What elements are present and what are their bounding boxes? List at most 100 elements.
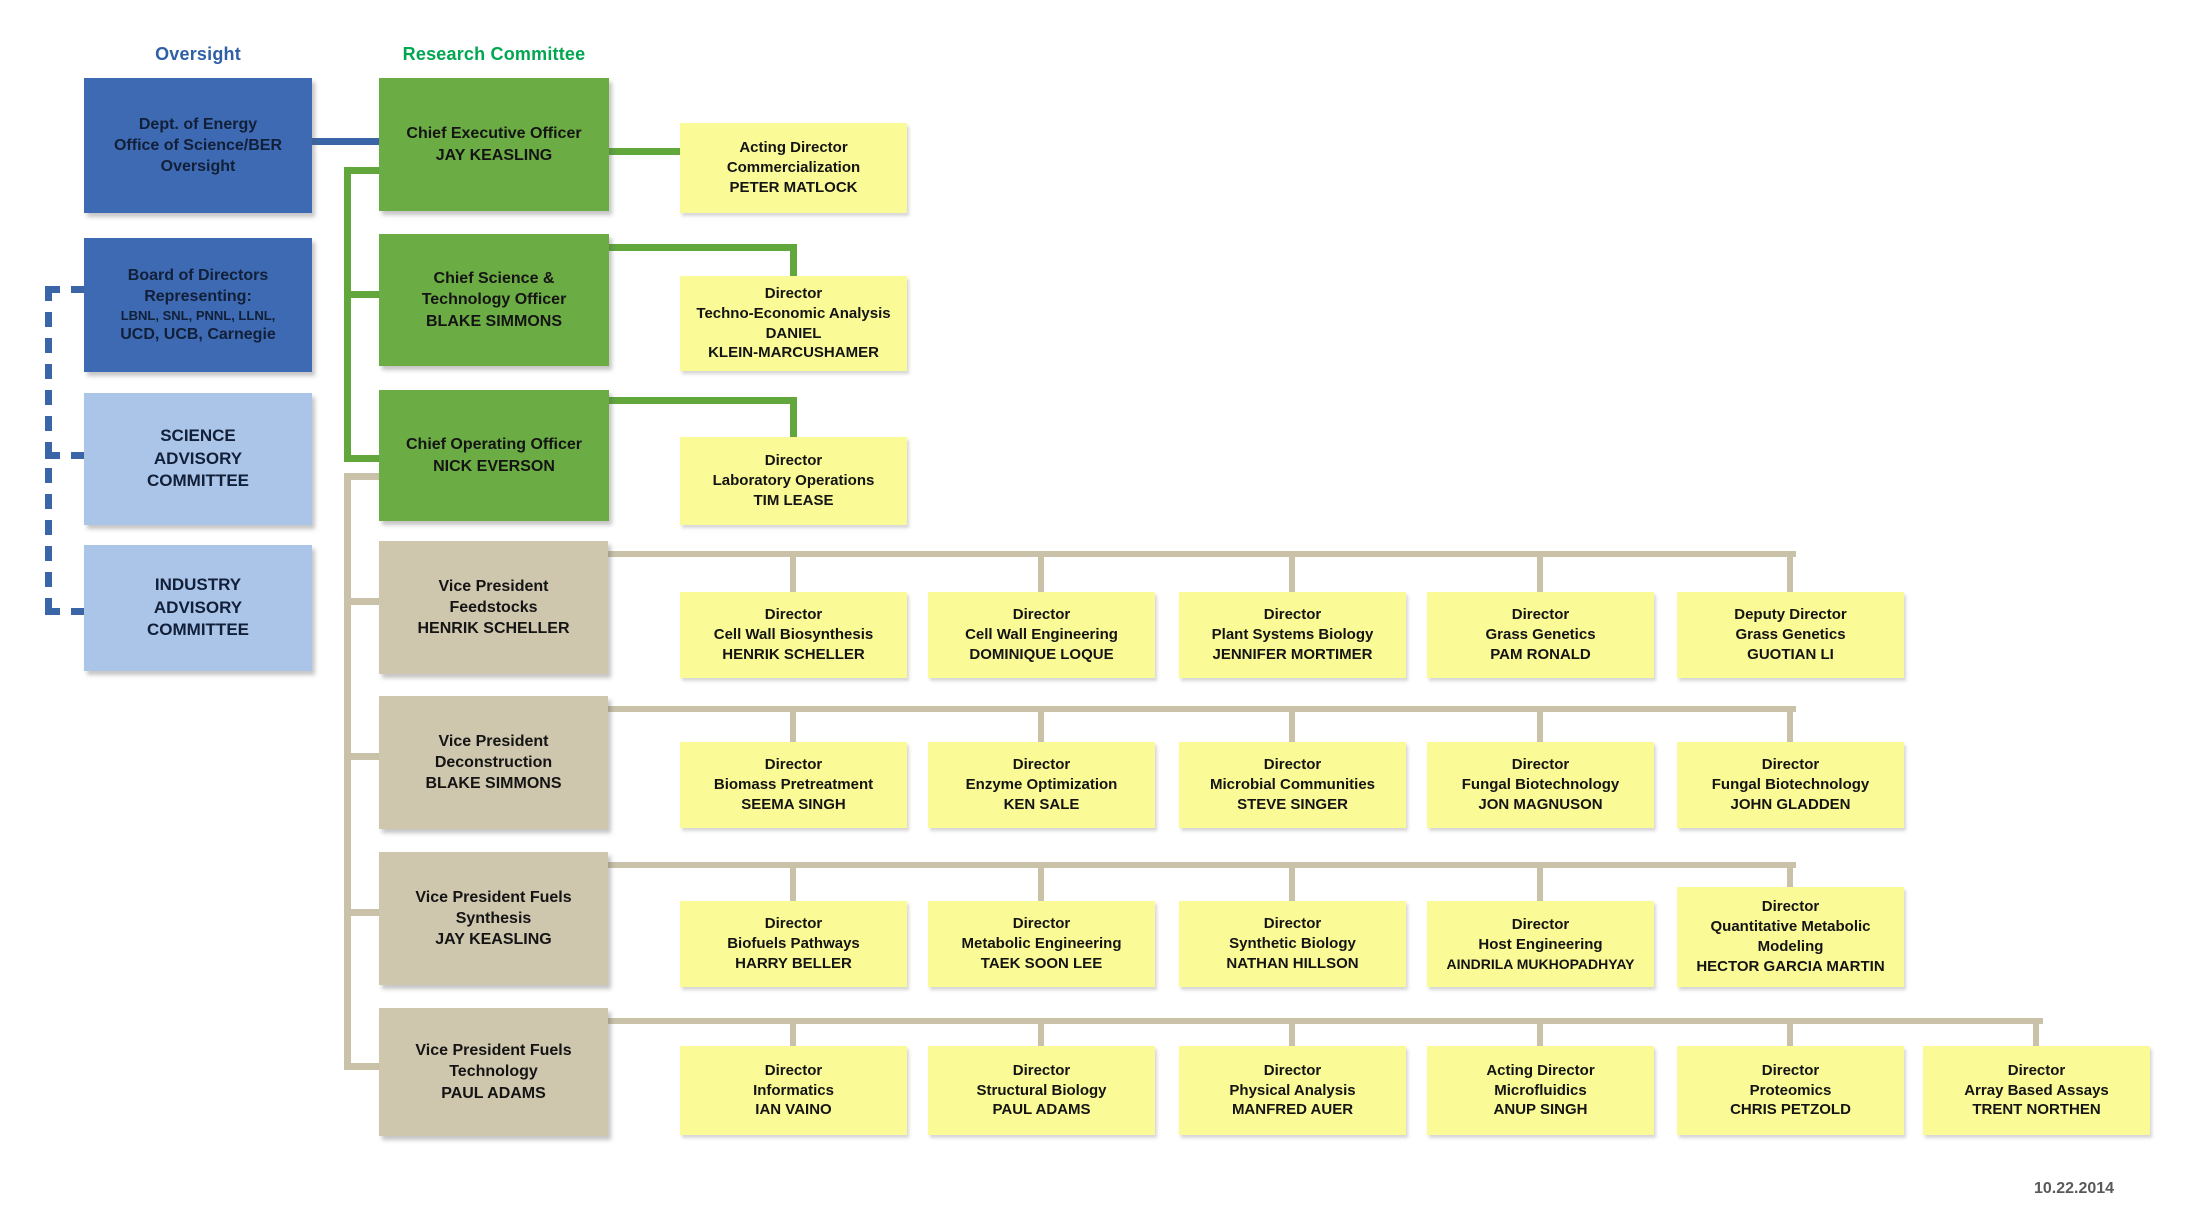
box-line: Host Engineering	[1478, 935, 1603, 953]
box-line: TRENT NORTHEN	[1972, 1101, 2101, 1119]
connector-tan-33	[790, 862, 796, 905]
box-line: Director	[764, 284, 823, 302]
box-line: Director	[1511, 915, 1570, 933]
connector-tan-27	[790, 706, 796, 746]
box-line: Cell Wall Engineering	[965, 626, 1118, 644]
box-line: DOMINIQUE LOQUE	[969, 645, 1114, 663]
box-line: Biofuels Pathways	[727, 935, 860, 953]
box-line: JON MAGNUSON	[1478, 795, 1603, 813]
connector-green-10	[609, 244, 797, 251]
connector-tan-35	[1289, 862, 1295, 905]
box-line: Metabolic Engineering	[961, 935, 1122, 953]
connector-tan-17	[344, 753, 379, 760]
box-line: JAY KEASLING	[435, 931, 552, 949]
box-line: Feedstocks	[449, 598, 538, 616]
connector-green-12	[609, 397, 797, 404]
box-line: DANIEL	[765, 324, 822, 342]
box-line: Director	[764, 452, 823, 470]
box-line: HARRY BELLER	[735, 954, 852, 972]
connector-tan-25	[1787, 551, 1793, 596]
connector-green-8	[344, 455, 379, 462]
box-line: Grass Genetics	[1735, 626, 1846, 644]
box-line: Board of Directors	[127, 266, 269, 284]
connector-tan-34	[1038, 862, 1044, 905]
box-line: Acting Director	[739, 139, 848, 157]
connector-tan-22	[1038, 551, 1044, 596]
box-line: Chief Operating Officer	[405, 436, 583, 454]
box-line: GUOTIAN LI	[1747, 645, 1834, 663]
box-line: Microbial Communities	[1209, 776, 1376, 794]
connector-tan-20	[608, 551, 1796, 557]
connector-tan-30	[1537, 706, 1543, 746]
box-line: SEEMA SINGH	[741, 795, 846, 813]
connector-blue-2	[45, 286, 84, 293]
box-line: Director	[764, 606, 823, 624]
connector-blue-0	[312, 138, 379, 145]
box-line: Array Based Assays	[1964, 1081, 2109, 1099]
box-line: Director	[1012, 606, 1071, 624]
connector-green-9	[609, 148, 680, 155]
box-line: IAN VAINO	[755, 1101, 832, 1119]
connector-tan-39	[790, 1018, 796, 1050]
box-line: TIM LEASE	[753, 491, 834, 509]
box-line: Commercialization	[726, 159, 861, 177]
research-committee-header: Research Committee	[402, 44, 586, 64]
box-line: Chief Executive Officer	[406, 125, 582, 143]
box-line: Synthetic Biology	[1229, 935, 1356, 953]
box-line: Director	[764, 915, 823, 933]
box-line: Director	[764, 756, 823, 774]
box-line: SCIENCE	[160, 426, 236, 446]
box-line: Synthesis	[455, 909, 532, 927]
box-line: Director	[1012, 756, 1071, 774]
connector-tan-18	[344, 909, 379, 916]
box-line: HENRIK SCHELLER	[417, 620, 570, 638]
box-line: Informatics	[753, 1081, 834, 1099]
box-line: LBNL, SNL, PNNL, LLNL,	[120, 307, 276, 323]
box-line: Director	[764, 1061, 823, 1079]
box-line: STEVE SINGER	[1237, 795, 1348, 813]
connector-tan-41	[1289, 1018, 1295, 1050]
connector-tan-42	[1537, 1018, 1543, 1050]
box-line: Director	[1263, 606, 1322, 624]
box-line: MANFRED AUER	[1231, 1101, 1354, 1119]
box-line: BLAKE SIMMONS	[425, 775, 562, 793]
box-line: Director	[1761, 1061, 1820, 1079]
connector-tan-40	[1038, 1018, 1044, 1050]
connector-tan-38	[608, 1018, 2043, 1024]
connector-tan-32	[608, 862, 1796, 868]
connector-tan-15	[344, 473, 379, 480]
connector-green-6	[344, 167, 379, 174]
box-line: Physical Analysis	[1229, 1081, 1356, 1099]
box-line: Deconstruction	[434, 753, 553, 771]
box-line: Laboratory Operations	[712, 472, 875, 490]
box-line: Fungal Biotechnology	[1461, 776, 1620, 794]
box-line: Director	[1511, 606, 1570, 624]
connector-tan-21	[790, 551, 796, 596]
box-line: Director	[1761, 898, 1820, 916]
box-line: COMMITTEE	[147, 471, 249, 491]
